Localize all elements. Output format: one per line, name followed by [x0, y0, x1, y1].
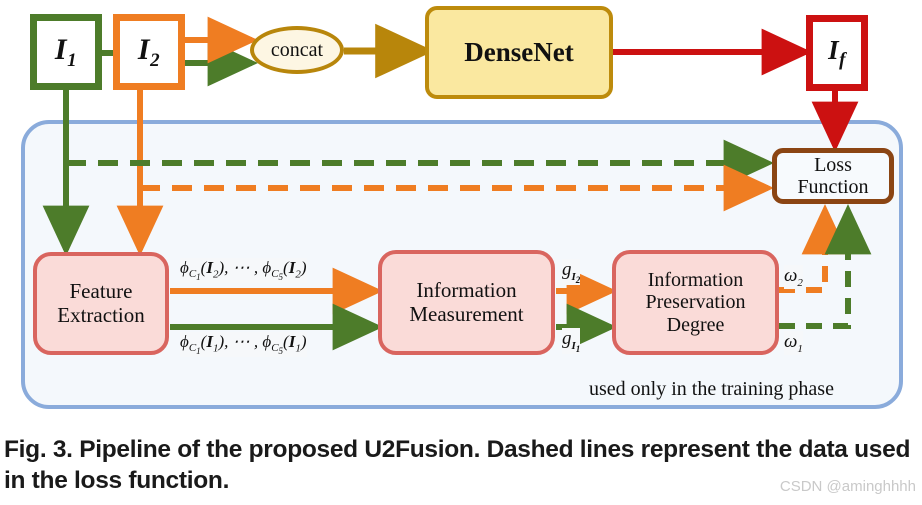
- node-concat-label: concat: [270, 38, 324, 61]
- edge-label-g-i2: gI2: [562, 259, 581, 285]
- node-densenet-label: DenseNet: [464, 37, 574, 68]
- figure-caption: Fig. 3. Pipeline of the proposed U2Fusio…: [4, 436, 911, 495]
- edge-label-phi-i1: ϕC1(I1), ⋯ , ϕC5(I1): [180, 332, 307, 357]
- node-fused-image-label: If: [828, 35, 846, 71]
- watermark: CSDN @aminghhhh: [779, 478, 916, 495]
- dashed-omega2-to-loss: [779, 204, 849, 293]
- node-input-image-2[interactable]: I2: [113, 14, 185, 90]
- training-phase-note: used only in the training phase: [589, 378, 834, 400]
- node-densenet[interactable]: DenseNet: [425, 6, 613, 99]
- edge-label-phi-i2: ϕC1(I2), ⋯ , ϕC5(I2): [180, 258, 307, 283]
- dashed-omega1-to-loss: [779, 204, 872, 329]
- edge-label-g-i1: gI1: [562, 328, 581, 354]
- node-input-image-2-label: I2: [137, 32, 161, 71]
- edge-label-omega-2: ω2: [784, 265, 803, 289]
- node-feature-extraction[interactable]: Feature Extraction: [33, 252, 169, 355]
- node-input-image-1[interactable]: I1: [30, 14, 102, 90]
- edge-label-omega-1: ω1: [784, 331, 803, 355]
- node-information-measurement[interactable]: Information Measurement: [378, 250, 555, 355]
- node-loss-function-label: Loss Function: [797, 153, 869, 198]
- node-loss-function[interactable]: Loss Function: [772, 148, 894, 204]
- node-information-preservation-degree[interactable]: Information Preservation Degree: [612, 250, 779, 355]
- node-concat[interactable]: concat: [250, 26, 344, 74]
- node-information-measurement-label: Information Measurement: [409, 277, 524, 326]
- node-feature-extraction-label: Feature Extraction: [57, 278, 145, 327]
- node-information-preservation-degree-label: Information Preservation Degree: [645, 268, 746, 336]
- node-fused-image[interactable]: If: [806, 15, 868, 91]
- node-input-image-1-label: I1: [54, 32, 78, 71]
